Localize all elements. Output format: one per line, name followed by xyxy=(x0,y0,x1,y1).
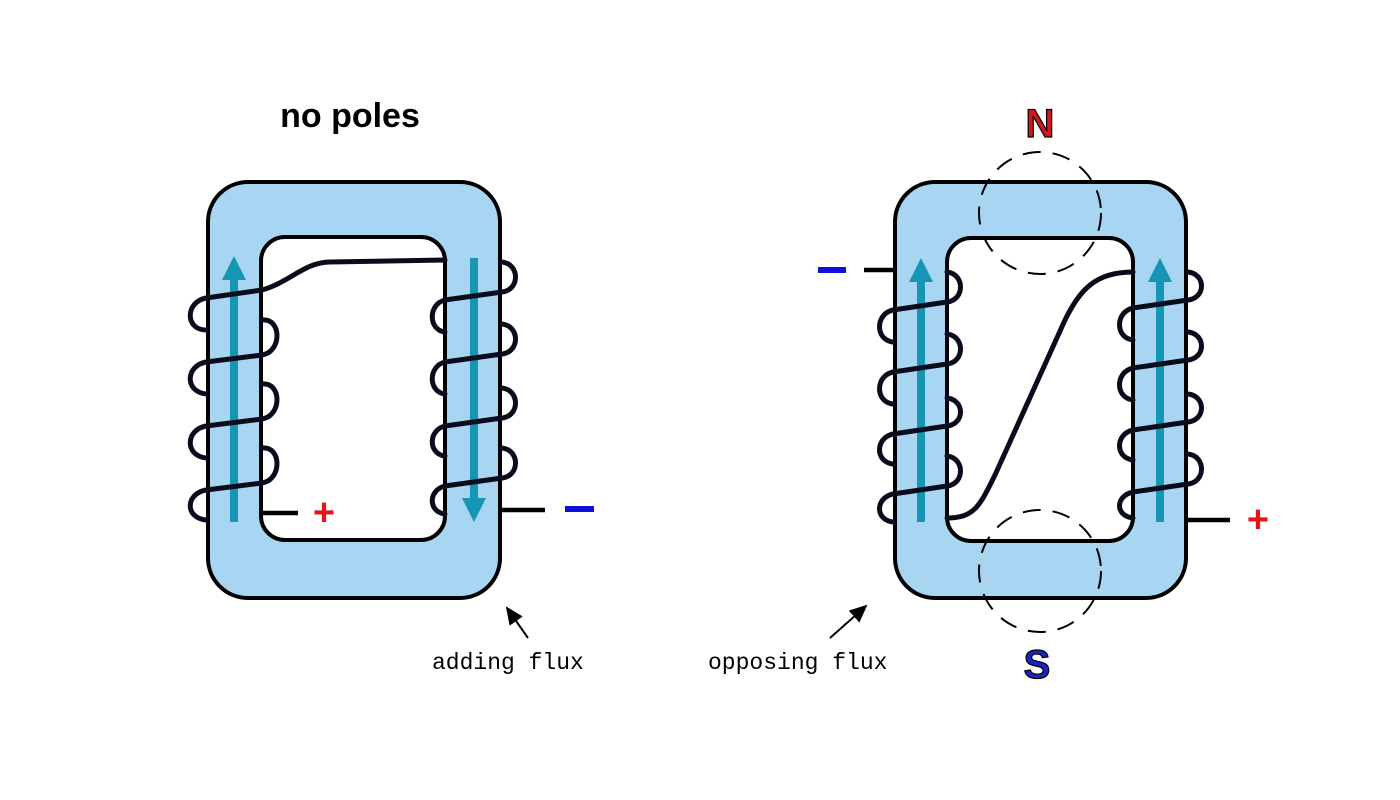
adding-flux-pointer xyxy=(505,606,529,639)
right-flux-arrow-left-up xyxy=(909,258,933,522)
south-pole-region xyxy=(978,509,1102,633)
left-electromagnet: no poles + xyxy=(187,97,594,676)
right-coil-winding-b xyxy=(1117,269,1204,521)
north-pole-region xyxy=(978,151,1102,275)
left-title: no poles xyxy=(280,97,420,135)
left-core-window xyxy=(259,235,447,542)
south-pole-label: S xyxy=(1024,643,1051,687)
opposing-flux-label: opposing flux xyxy=(708,650,887,676)
right-core-window xyxy=(945,236,1135,543)
left-flux-arrow-up xyxy=(222,256,246,522)
north-pole-label: N xyxy=(1026,102,1055,146)
adding-flux-label: adding flux xyxy=(432,650,584,676)
left-coil-winding-a xyxy=(187,257,448,523)
right-crossing-wire xyxy=(944,269,1136,521)
right-coil-winding-a xyxy=(877,269,963,525)
right-electromagnet: N S – xyxy=(708,101,1269,687)
right-flux-arrow-right-up xyxy=(1148,258,1172,522)
opposing-flux-pointer xyxy=(829,604,868,639)
right-positive-sign: + xyxy=(1247,499,1269,541)
left-positive-sign: + xyxy=(313,492,335,534)
left-coil-winding-b xyxy=(429,259,518,517)
